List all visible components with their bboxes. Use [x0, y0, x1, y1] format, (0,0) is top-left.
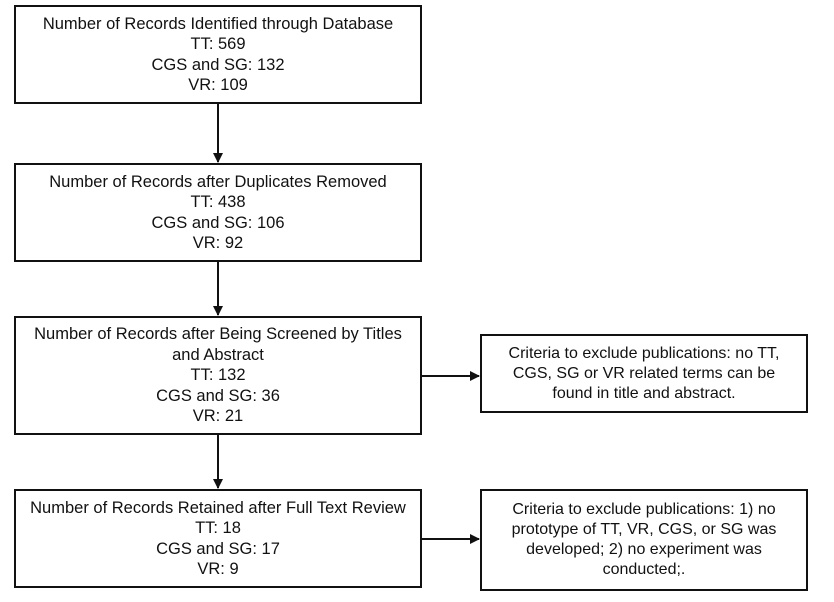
tt-count: TT: 18 [195, 519, 241, 537]
vr-count: VR: 109 [188, 76, 248, 94]
exclusion-criteria-full-text: Criteria to exclude publications: 1) no … [480, 489, 808, 591]
box-records-identified: Number of Records Identified through Dat… [14, 5, 422, 104]
box-records-screened: Number of Records after Being Screened b… [14, 316, 422, 435]
tt-count: TT: 569 [190, 35, 246, 53]
box-title-line2: and Abstract [172, 345, 264, 364]
vr-count: VR: 9 [197, 560, 239, 578]
cgs-sg-count: CGS and SG: 132 [151, 55, 285, 74]
box-records-retained: Number of Records Retained after Full Te… [14, 489, 422, 588]
criteria-line: conducted;. [602, 561, 686, 578]
tt-count: TT: 438 [190, 193, 246, 211]
vr-count: VR: 21 [192, 407, 244, 426]
exclusion-criteria-screening: Criteria to exclude publications: no TT,… [480, 334, 808, 413]
box-title: Number of Records Retained after Full Te… [30, 498, 406, 517]
box-title: Number of Records after Duplicates Remov… [49, 172, 387, 191]
cgs-sg-count: CGS and SG: 36 [156, 386, 280, 405]
box-title: Number of Records Identified through Dat… [42, 14, 394, 33]
criteria-line: CGS, SG or VR related terms can be [512, 364, 776, 382]
vr-count: VR: 92 [192, 234, 244, 252]
criteria-line: Criteria to exclude publications: no TT, [508, 344, 780, 362]
cgs-sg-count: CGS and SG: 17 [156, 539, 280, 558]
criteria-line: prototype of TT, VR, CGS, or SG was [511, 521, 777, 538]
criteria-line: developed; 2) no experiment was [526, 541, 762, 558]
box-title-line1: Number of Records after Being Screened b… [34, 325, 402, 344]
criteria-line: Criteria to exclude publications: 1) no [512, 501, 776, 518]
cgs-sg-count: CGS and SG: 106 [151, 213, 285, 232]
criteria-line: found in title and abstract. [552, 384, 736, 402]
tt-count: TT: 132 [190, 366, 246, 385]
box-duplicates-removed: Number of Records after Duplicates Remov… [14, 163, 422, 262]
